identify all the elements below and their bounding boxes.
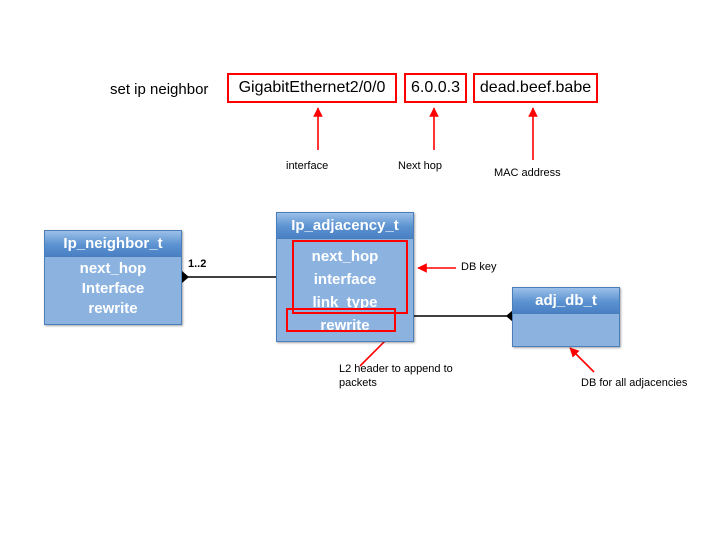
- command-token-next-hop[interactable]: 6.0.0.3: [404, 73, 467, 103]
- callout-db-key: DB key: [461, 261, 497, 273]
- attr-adj-link-type: link_type: [312, 294, 378, 311]
- command-prefix-label: set ip neighbor: [110, 81, 209, 98]
- command-token-mac-address[interactable]: dead.beef.babe: [473, 73, 598, 103]
- annotation-mac-address: MAC address: [494, 167, 561, 179]
- attr-adj-interface: interface: [313, 271, 377, 288]
- attr-adj-rewrite: rewrite: [320, 317, 370, 334]
- callout-db-all-adjacencies: DB for all adjacencies: [581, 377, 688, 389]
- attr-adj-next-hop: next_hop: [311, 248, 379, 265]
- arrow-db-all-adjacencies: [569, 347, 595, 373]
- class-box-ip-neighbor-attrs: next_hop Interface rewrite: [45, 257, 181, 319]
- annotation-interface: interface: [286, 160, 329, 172]
- class-box-ip-adjacency-title: Ip_adjacency_t: [277, 213, 413, 239]
- class-box-adj-db-attrs: [513, 314, 619, 316]
- class-box-ip-adjacency-attrs: next_hop interface link_type rewrite: [277, 239, 413, 337]
- class-box-adj-db[interactable]: adj_db_t: [512, 287, 620, 347]
- class-box-ip-adjacency[interactable]: Ip_adjacency_t next_hop interface link_t…: [276, 212, 414, 342]
- attr-rewrite: rewrite: [88, 300, 138, 317]
- class-box-adj-db-title: adj_db_t: [513, 288, 619, 314]
- class-box-ip-neighbor-title: Ip_neighbor_t: [45, 231, 181, 257]
- attr-interface: Interface: [81, 280, 145, 297]
- attr-next-hop: next_hop: [79, 260, 147, 277]
- multiplicity-label: 1..2: [188, 258, 207, 270]
- command-token-interface[interactable]: GigabitEthernet2/0/0: [227, 73, 397, 103]
- annotation-next-hop: Next hop: [398, 160, 443, 172]
- highlight-rewrite-field: [286, 308, 396, 332]
- highlight-db-key-fields: [292, 240, 408, 314]
- class-box-ip-neighbor[interactable]: Ip_neighbor_t next_hop Interface rewrite: [44, 230, 182, 325]
- callout-l2-header: L2 header to append to packets: [339, 363, 453, 389]
